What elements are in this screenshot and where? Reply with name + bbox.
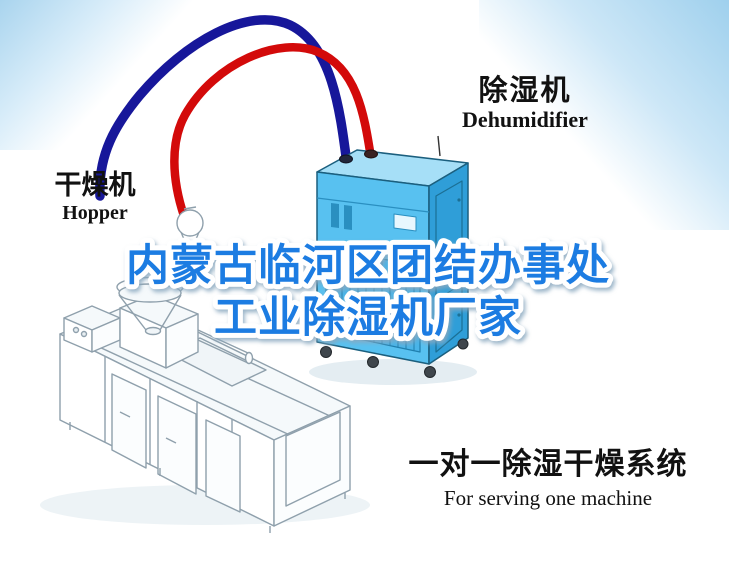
caption-cn: 一对一除湿干燥系统 xyxy=(408,447,688,482)
main-title-line2: 工业除湿机厂家 xyxy=(214,293,522,343)
machine-end-door xyxy=(285,411,341,507)
dehumidifier-badge xyxy=(393,213,417,232)
dehumidifier-casters xyxy=(320,338,469,378)
dehumidifier-label-cn: 除湿机 xyxy=(478,73,572,107)
caption: 一对一除湿干燥系统 For serving one machine xyxy=(398,447,698,511)
dehumidifier-louvers xyxy=(333,255,415,351)
supply-pipe-red xyxy=(170,43,376,221)
dehumidifier-pointer-line xyxy=(437,135,441,157)
dehumidifier-unit xyxy=(316,149,469,378)
hopper-label-en: Hopper xyxy=(62,202,128,225)
machine-door-1 xyxy=(111,373,147,469)
pipe-connector-red xyxy=(364,149,378,159)
hopper-funnel xyxy=(116,276,184,336)
main-title: 内蒙古临河区团结办事处 工业除湿机厂家 xyxy=(121,236,614,348)
machine-door-2 xyxy=(157,395,197,495)
cyclone-separator xyxy=(172,206,204,285)
machine-door-3 xyxy=(205,419,241,513)
caption-en: For serving one machine xyxy=(443,485,653,510)
hopper-label-cn: 干燥机 xyxy=(54,170,136,201)
dehumidifier-label-en: Dehumidifier xyxy=(462,107,588,133)
hopper-machine xyxy=(59,206,351,533)
return-pipe-blue xyxy=(95,15,352,201)
main-title-line1: 内蒙古临河区团结办事处 xyxy=(126,241,610,291)
pipe-connector-blue xyxy=(339,154,353,164)
hopper-label: 干燥机 Hopper xyxy=(36,170,154,225)
dehumidifier-shadow xyxy=(309,359,477,385)
dehumidifier-label: 除湿机 Dehumidifier xyxy=(440,73,610,134)
